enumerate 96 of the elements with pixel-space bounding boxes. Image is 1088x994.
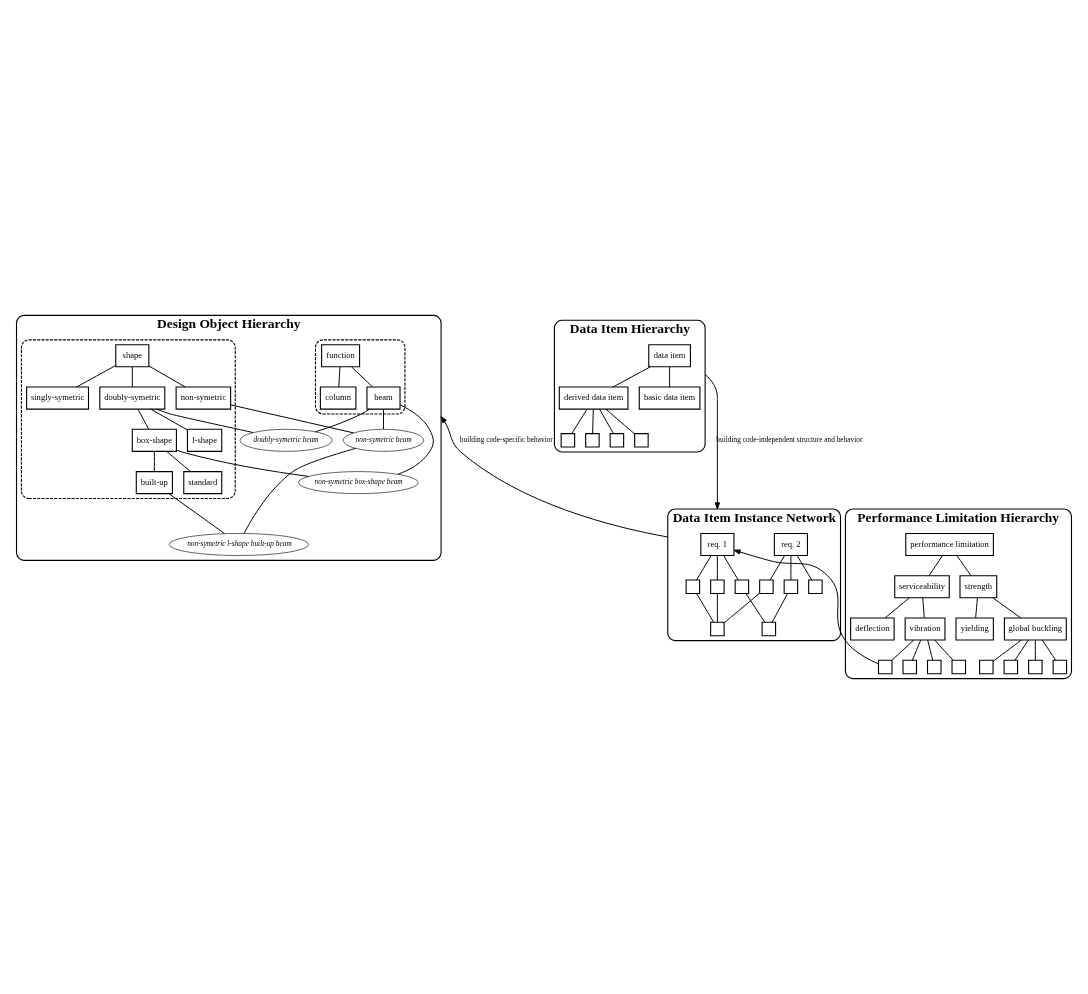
node-box <box>902 659 918 675</box>
connector <box>351 366 373 388</box>
node-box: shape <box>115 344 150 368</box>
connector <box>1034 639 1036 661</box>
connector <box>571 408 588 434</box>
node-box: vibration <box>904 617 946 641</box>
node-box <box>979 659 994 675</box>
connector <box>605 408 635 435</box>
connector <box>156 408 254 434</box>
connector <box>771 593 789 623</box>
node-box <box>1003 659 1019 675</box>
connector <box>696 593 715 623</box>
connector <box>884 597 910 619</box>
connector <box>383 408 384 430</box>
connector <box>599 408 614 434</box>
connector <box>669 366 671 388</box>
node-box: beam <box>366 386 401 410</box>
node-box <box>1028 659 1043 675</box>
node-box <box>634 433 649 448</box>
connector <box>696 555 712 581</box>
connector <box>243 447 357 534</box>
arrow <box>704 374 720 510</box>
node-box: box-shape <box>131 428 177 452</box>
node-box <box>783 579 799 595</box>
connector <box>975 597 978 619</box>
connector <box>769 555 786 581</box>
connector <box>315 408 371 433</box>
connector <box>790 555 792 581</box>
node-box <box>710 579 725 595</box>
connector <box>76 365 117 388</box>
connector <box>723 555 739 581</box>
connector <box>153 451 155 472</box>
node-box: derived data item <box>558 386 629 410</box>
connector <box>922 597 925 619</box>
connector <box>928 555 943 576</box>
cluster <box>20 339 236 500</box>
node-box <box>585 433 600 448</box>
node-box: non-symetric <box>175 386 232 410</box>
node-box <box>951 659 967 675</box>
connector <box>150 408 188 431</box>
node-box: data item <box>648 344 691 368</box>
connector <box>927 639 934 661</box>
node-box: global buckling <box>1003 617 1067 641</box>
connector <box>716 555 718 581</box>
node-box <box>759 579 774 595</box>
node-box: req. 2 <box>773 532 808 557</box>
node-box <box>734 579 750 595</box>
connector <box>992 597 1022 619</box>
node-box <box>609 433 625 448</box>
node-box: serviceability <box>894 575 950 599</box>
connector <box>1014 639 1029 661</box>
connector <box>230 404 354 434</box>
connector <box>956 555 972 576</box>
node-box <box>926 659 942 675</box>
connector <box>168 493 226 535</box>
arrow <box>440 416 669 538</box>
node-box: standard <box>183 471 223 495</box>
connector <box>891 639 915 661</box>
connector <box>612 366 651 388</box>
node-box: deflection <box>850 617 895 641</box>
cluster <box>314 339 406 415</box>
connector <box>166 451 191 472</box>
node-box: column <box>319 386 357 410</box>
node-box <box>710 621 725 637</box>
connector <box>592 408 594 434</box>
connector <box>338 366 341 388</box>
connector <box>934 639 954 661</box>
connector <box>796 555 813 581</box>
node-box: built-up <box>135 471 173 495</box>
node-box <box>560 433 576 448</box>
node-box: performance limitation <box>905 532 994 557</box>
node-box <box>685 579 701 595</box>
node-box: l-shape <box>186 428 223 452</box>
connector <box>992 639 1022 662</box>
node-box <box>761 621 777 637</box>
connector <box>723 592 760 624</box>
connector <box>397 404 434 475</box>
node-box: doubly-symetric <box>99 386 166 410</box>
node-box: req. 1 <box>700 532 735 557</box>
connector <box>176 449 310 477</box>
node-box <box>808 579 823 595</box>
node-box: singly-symetric <box>26 386 90 410</box>
arrow <box>733 549 879 665</box>
connector <box>911 639 922 661</box>
connector <box>131 366 133 388</box>
node-box <box>1052 659 1068 675</box>
connector <box>137 408 150 430</box>
connector <box>745 593 766 623</box>
connector <box>1041 639 1057 661</box>
node-box: yielding <box>955 617 994 641</box>
node-box: basic data item <box>638 386 701 410</box>
connector <box>716 593 718 623</box>
node-box <box>877 659 893 675</box>
node-box: function <box>321 344 361 368</box>
node-box: strength <box>959 575 998 599</box>
connector <box>148 365 186 388</box>
